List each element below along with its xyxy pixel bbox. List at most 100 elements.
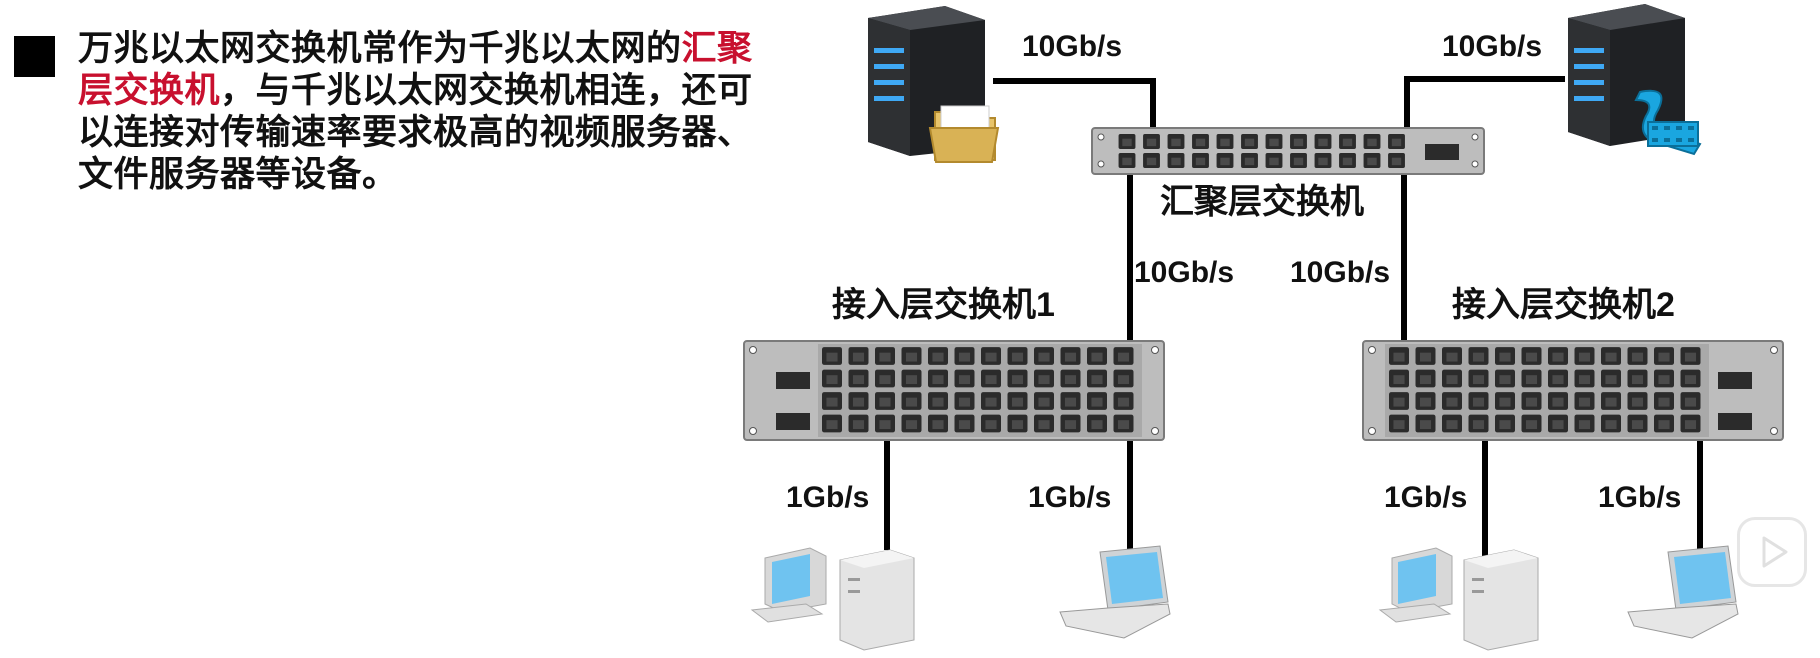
switch-port: [1389, 369, 1409, 388]
switch-port: [1627, 414, 1648, 433]
laptop-icon-2: [1627, 545, 1739, 639]
aggregation-switch: [1091, 127, 1485, 175]
switch-port: [848, 369, 869, 388]
switch-port: [928, 414, 948, 433]
label-link-access1-laptop: 1Gb/s: [1028, 481, 1111, 514]
switch-port: [1113, 414, 1134, 433]
label-link-agg-access2: 10Gb/s: [1290, 256, 1390, 289]
label-access-switch-2: 接入层交换机2: [1452, 285, 1675, 324]
switch-port: [1389, 347, 1409, 365]
switch-port: [1601, 369, 1621, 388]
switch-port: [1087, 414, 1107, 433]
switch-port: [1468, 414, 1489, 433]
switch-port: [1265, 153, 1283, 168]
connection-lines: [884, 76, 1703, 556]
switch-port: [1415, 414, 1436, 433]
switch-port: [875, 414, 895, 433]
switch-port: [1468, 347, 1489, 365]
switch-port: [1007, 392, 1028, 410]
file-server-icon: [868, 6, 1000, 163]
switch-port: [1060, 369, 1081, 388]
switch-port: [1548, 347, 1568, 365]
switch-port: [1521, 347, 1542, 365]
switch-port: [1060, 392, 1081, 410]
switch-port: [1087, 392, 1107, 410]
switch-port: [1087, 369, 1107, 388]
switch-port: [1113, 347, 1134, 365]
switch-port: [981, 392, 1001, 410]
switch-port: [1495, 369, 1515, 388]
switch-port: [1495, 414, 1515, 433]
switch-port: [1388, 153, 1405, 168]
label-link-file-server: 10Gb/s: [1022, 30, 1122, 63]
switch-port: [1034, 392, 1054, 410]
switch-port: [901, 369, 922, 388]
switch-port: [1680, 369, 1701, 388]
switch-port: [1290, 134, 1307, 149]
label-link-access2-desktop: 1Gb/s: [1384, 481, 1467, 514]
switch-port: [1654, 347, 1674, 365]
switch-port: [822, 369, 842, 388]
switch-port: [1007, 347, 1028, 365]
switch-port: [981, 414, 1001, 433]
switch-port: [954, 369, 975, 388]
switch-port: [981, 369, 1001, 388]
switch-port: [901, 347, 922, 365]
switch-port: [1216, 153, 1234, 168]
switch-port: [1442, 392, 1462, 410]
switch-port: [848, 392, 869, 410]
switch-port: [1574, 414, 1595, 433]
switch-port: [928, 392, 948, 410]
switch-port: [1143, 134, 1160, 149]
switch-port: [1495, 392, 1515, 410]
switch-port: [1034, 369, 1054, 388]
switch-port: [875, 392, 895, 410]
switch-port: [822, 414, 842, 433]
description-text-after: ，与千兆以太网交换机相连，还可以连接对传输速率要求极高的视频服务器、文件服务器等…: [78, 71, 753, 195]
bullet-square: [14, 36, 55, 77]
switch-port: [1627, 392, 1648, 410]
switch-port: [1339, 153, 1356, 168]
label-link-video-server: 10Gb/s: [1442, 30, 1542, 63]
switch-port: [1415, 369, 1436, 388]
label-access-switch-1: 接入层交换机1: [832, 285, 1055, 324]
film-strip-icon: [1634, 89, 1702, 156]
switch-port: [1241, 134, 1258, 149]
switch-port: [1548, 414, 1568, 433]
switch-port: [1034, 414, 1054, 433]
switch-port: [901, 414, 922, 433]
switch-port: [1442, 369, 1462, 388]
switch-port: [1192, 153, 1209, 168]
switch-port: [822, 347, 842, 365]
access-switch-1: [743, 340, 1165, 441]
switch-port: [1314, 134, 1332, 149]
switch-port: [848, 347, 869, 365]
switch-port: [1495, 347, 1515, 365]
switch-port: [1654, 392, 1674, 410]
switch-port: [1442, 414, 1462, 433]
label-link-access1-desktop: 1Gb/s: [786, 481, 869, 514]
switch-port: [1680, 347, 1701, 365]
switch-port: [1060, 414, 1081, 433]
switch-port: [954, 414, 975, 433]
switch-port: [1060, 347, 1081, 365]
switch-port: [1468, 369, 1489, 388]
switch-port: [1627, 347, 1648, 365]
switch-port: [1548, 369, 1568, 388]
switch-port: [1574, 392, 1595, 410]
description-text-before: 万兆以太网交换机常作为千兆以太网的: [78, 29, 682, 69]
switch-port: [1241, 153, 1258, 168]
label-link-access2-laptop: 1Gb/s: [1598, 481, 1681, 514]
desktop-computer-icon-2: [1378, 547, 1539, 651]
switch-port: [1167, 134, 1185, 149]
switch-port: [1265, 134, 1283, 149]
switch-port: [1118, 153, 1136, 168]
switch-port: [1007, 369, 1028, 388]
switch-port: [1363, 134, 1381, 149]
switch-port: [1113, 392, 1134, 410]
switch-port: [875, 369, 895, 388]
play-button-icon[interactable]: [1737, 517, 1807, 587]
switch-port: [848, 414, 869, 433]
switch-port: [1548, 392, 1568, 410]
